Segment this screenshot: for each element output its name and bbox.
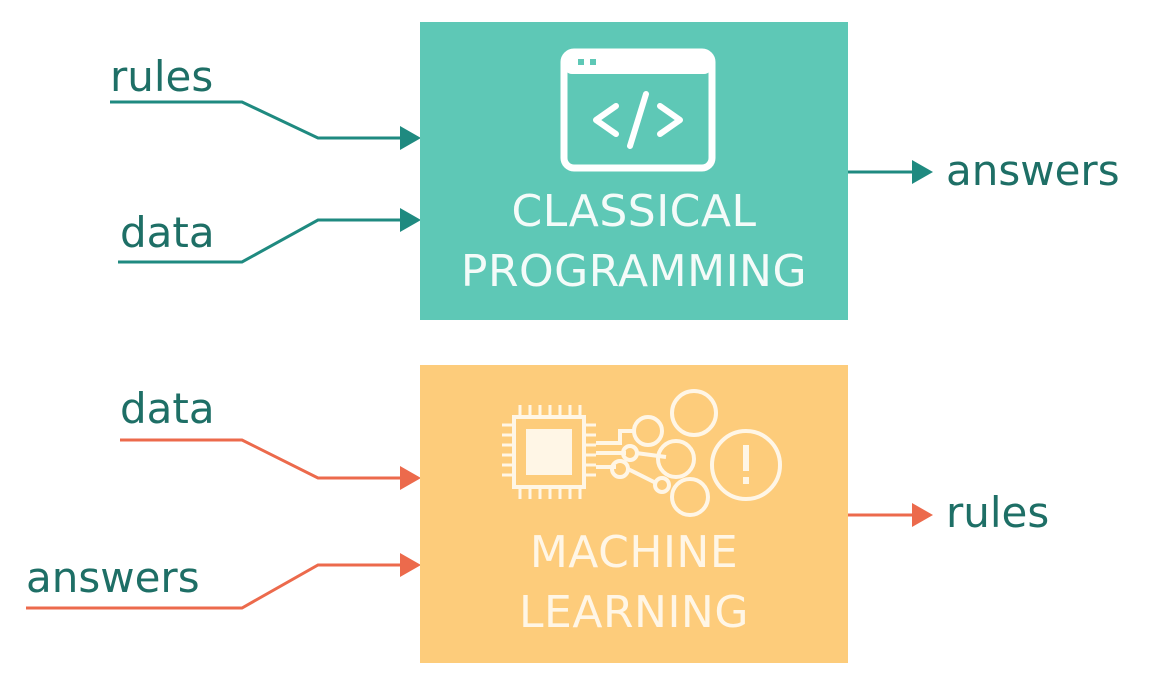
classical-title-line2: PROGRAMMING	[460, 246, 808, 297]
classical-programming-box: CLASSICAL PROGRAMMING	[420, 22, 848, 320]
ml-title-line2: LEARNING	[519, 587, 749, 638]
answers-input-arrow-ml	[26, 553, 421, 610]
machine-learning-box: MACHINE LEARNING	[420, 365, 848, 663]
code-window-icon	[560, 48, 716, 172]
chip-network-icon	[502, 389, 782, 517]
output-label-answers: answers	[946, 146, 1120, 195]
classical-title-line1: CLASSICAL	[511, 186, 757, 237]
ml-title-line1: MACHINE	[529, 527, 739, 578]
input-label-rules: rules	[110, 52, 214, 101]
rules-input-arrow	[110, 100, 421, 150]
input-label-answers-ml: answers	[26, 553, 200, 602]
input-label-data: data	[120, 208, 215, 257]
data-input-arrow	[118, 208, 421, 264]
output-label-rules: rules	[946, 488, 1050, 537]
data-input-arrow-ml	[120, 438, 421, 490]
input-label-data-ml: data	[120, 384, 215, 433]
